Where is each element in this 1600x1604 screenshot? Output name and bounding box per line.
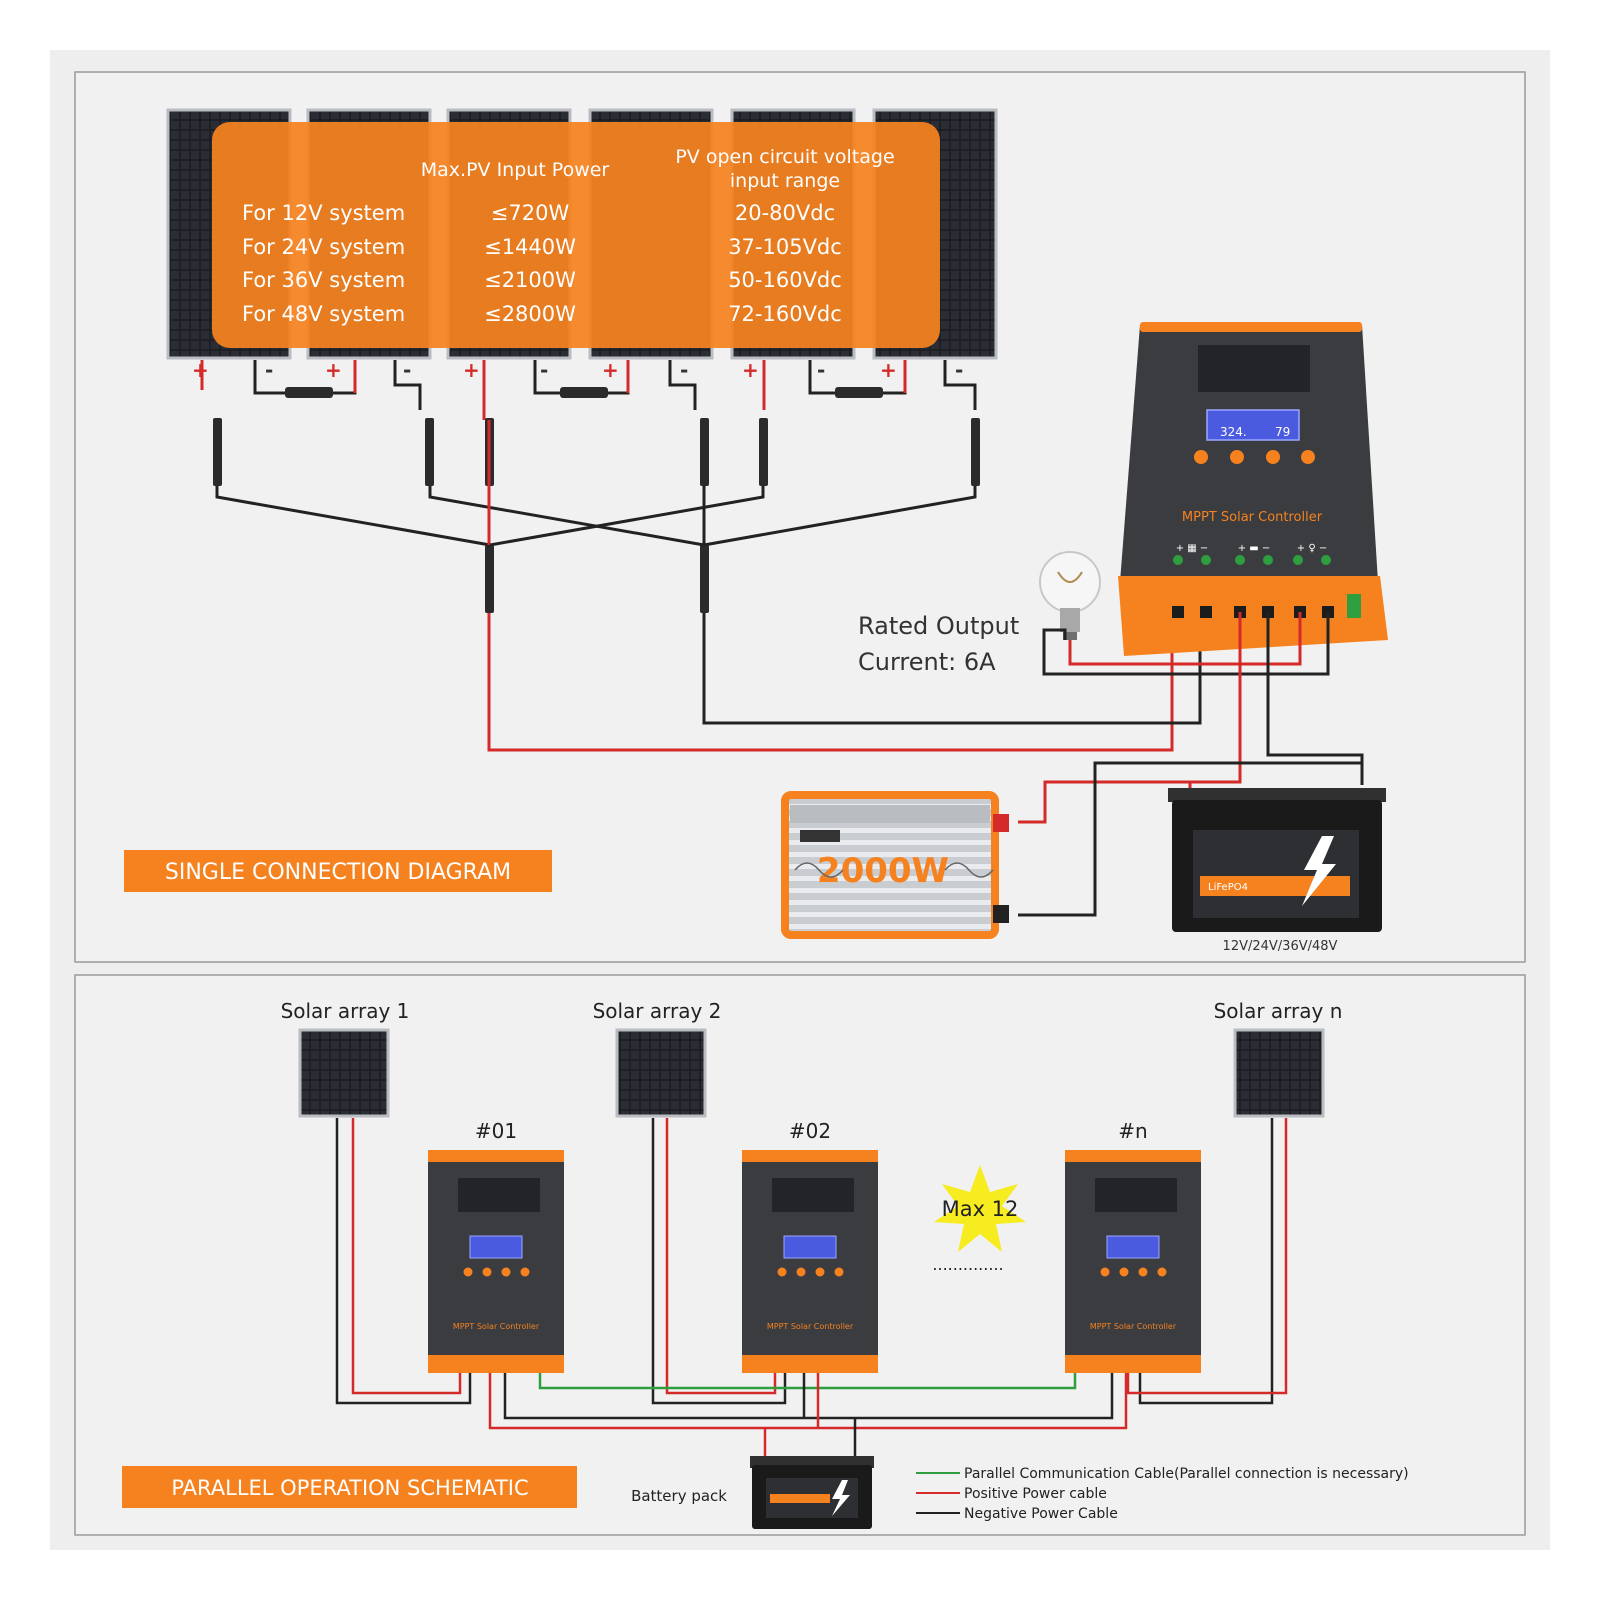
controller-terminal-leds bbox=[1173, 555, 1331, 565]
lightning-icon bbox=[832, 1480, 850, 1516]
svg-text:-: - bbox=[540, 358, 548, 382]
svg-text:-: - bbox=[403, 358, 411, 382]
array-label-1: Solar array 1 bbox=[281, 999, 410, 1023]
controller-lcd bbox=[1206, 409, 1300, 441]
svg-text:+ ▦ −: + ▦ − bbox=[1176, 543, 1209, 554]
max-burst bbox=[934, 1165, 1026, 1252]
svg-text:-: - bbox=[680, 358, 688, 382]
parallel-banner bbox=[122, 1466, 577, 1508]
lcd-value-left: 324. bbox=[1220, 425, 1247, 439]
spec-row-voltage: 50-160Vdc bbox=[728, 268, 842, 292]
spec-row-voltage: 72-160Vdc bbox=[728, 302, 842, 326]
controller-id: #02 bbox=[789, 1119, 831, 1143]
spec-header-power: Max.PV Input Power bbox=[421, 159, 610, 181]
svg-text:-: - bbox=[955, 358, 963, 382]
battery-wires bbox=[1018, 612, 1364, 917]
spec-row-power: ≤720W bbox=[491, 201, 570, 225]
controller-terminal-block bbox=[1118, 576, 1388, 656]
svg-text:-: - bbox=[265, 358, 273, 382]
mini-controller-label: MPPT Solar Controller bbox=[767, 1322, 854, 1331]
controller-label: MPPT Solar Controller bbox=[1182, 510, 1323, 525]
svg-text:+ ♀ −: + ♀ − bbox=[1297, 543, 1327, 554]
parallel-banner-text: PARALLEL OPERATION SCHEMATIC bbox=[171, 1476, 528, 1500]
wire-legend: Parallel Communication Cable(Parallel co… bbox=[916, 1466, 1409, 1522]
svg-text:+: + bbox=[880, 358, 897, 382]
controller-unit-n: #n MPPT Solar Controller bbox=[1065, 1119, 1201, 1373]
spec-row-power: ≤1440W bbox=[484, 235, 576, 259]
spec-table: Max.PV Input Power PV open circuit volta… bbox=[242, 146, 895, 326]
terminal-marks: + - + - + - + - + - + - bbox=[192, 358, 963, 382]
mini-panel-n bbox=[1233, 1028, 1325, 1118]
single-banner-text: SINGLE CONNECTION DIAGRAM bbox=[165, 860, 511, 885]
controller-button[interactable] bbox=[1230, 450, 1244, 464]
svg-text:+: + bbox=[463, 358, 480, 382]
spec-header-voltage-2: input range bbox=[730, 170, 840, 192]
load-wires bbox=[1042, 612, 1330, 676]
spec-row-system: For 36V system bbox=[242, 268, 405, 292]
controller-button[interactable] bbox=[1301, 450, 1315, 464]
spec-header-voltage-1: PV open circuit voltage bbox=[675, 146, 894, 168]
spec-table-box bbox=[212, 122, 940, 348]
controller-window bbox=[1198, 345, 1310, 392]
array-label-n: Solar array n bbox=[1214, 999, 1343, 1023]
inverter-wattage: 2000W bbox=[817, 851, 949, 891]
legend-positive-label: Positive Power cable bbox=[964, 1486, 1107, 1502]
battery-voltage-label: 12V/24V/36V/48V bbox=[1223, 939, 1338, 954]
battery-chem: LiFePO4 bbox=[1208, 882, 1248, 893]
spec-row-system: For 12V system bbox=[242, 201, 405, 225]
svg-text:+ ▬ −: + ▬ − bbox=[1238, 543, 1271, 554]
lifepo4-battery: LiFePO4 12V/24V/36V/48V bbox=[1168, 788, 1386, 954]
inverter: 2000W bbox=[781, 791, 1009, 939]
controller-id: #01 bbox=[475, 1119, 517, 1143]
array-label-2: Solar array 2 bbox=[593, 999, 722, 1023]
mppt-controller: 324. 79 MPPT Solar Controller + ▦ − + ▬ … bbox=[1118, 322, 1388, 656]
string-connectors bbox=[213, 418, 980, 613]
lightning-icon bbox=[1302, 836, 1336, 906]
mini-panel-1 bbox=[298, 1028, 390, 1118]
continuation-dots: .............. bbox=[932, 1255, 1003, 1274]
spec-row-voltage: 20-80Vdc bbox=[735, 201, 835, 225]
inverter-positive-terminal bbox=[993, 814, 1009, 832]
spec-row-power: ≤2800W bbox=[484, 302, 576, 326]
spec-row-voltage: 37-105Vdc bbox=[728, 235, 842, 259]
battery-pack bbox=[750, 1456, 874, 1529]
max-label: Max 12 bbox=[942, 1197, 1019, 1221]
legend-comm-label: Parallel Communication Cable(Parallel co… bbox=[964, 1466, 1409, 1482]
svg-text:-: - bbox=[817, 358, 825, 382]
lcd-value-right: 79 bbox=[1275, 425, 1290, 439]
svg-text:+: + bbox=[742, 358, 759, 382]
rated-output-line2: Current: 6A bbox=[858, 648, 996, 676]
string-combiner-wires bbox=[215, 420, 1202, 752]
inverter-negative-terminal bbox=[993, 905, 1009, 923]
bulb-icon bbox=[1039, 551, 1101, 640]
parallel-bus-wires bbox=[488, 1373, 1128, 1460]
legend-negative-label: Negative Power Cable bbox=[964, 1506, 1118, 1522]
controller-button[interactable] bbox=[1266, 450, 1280, 464]
series-connectors bbox=[285, 387, 883, 398]
mini-controller-label: MPPT Solar Controller bbox=[1090, 1322, 1177, 1331]
mini-controller-label: MPPT Solar Controller bbox=[453, 1322, 540, 1331]
svg-text:+: + bbox=[192, 358, 209, 382]
controller-id: #n bbox=[1118, 1119, 1147, 1143]
controller-unit-02: #02 MPPT Solar Controller bbox=[742, 1119, 878, 1373]
svg-text:+: + bbox=[325, 358, 342, 382]
spec-row-system: For 24V system bbox=[242, 235, 405, 259]
battery-pack-label: Battery pack bbox=[631, 1487, 727, 1505]
svg-text:+: + bbox=[602, 358, 619, 382]
spec-row-system: For 48V system bbox=[242, 302, 405, 326]
single-banner bbox=[124, 850, 552, 892]
mini-panel-2 bbox=[615, 1028, 707, 1118]
rated-output-line1: Rated Output bbox=[858, 612, 1019, 640]
controller-button[interactable] bbox=[1194, 450, 1208, 464]
controller-unit-01: #01 MPPT Solar Controller bbox=[428, 1119, 564, 1373]
spec-row-power: ≤2100W bbox=[484, 268, 576, 292]
